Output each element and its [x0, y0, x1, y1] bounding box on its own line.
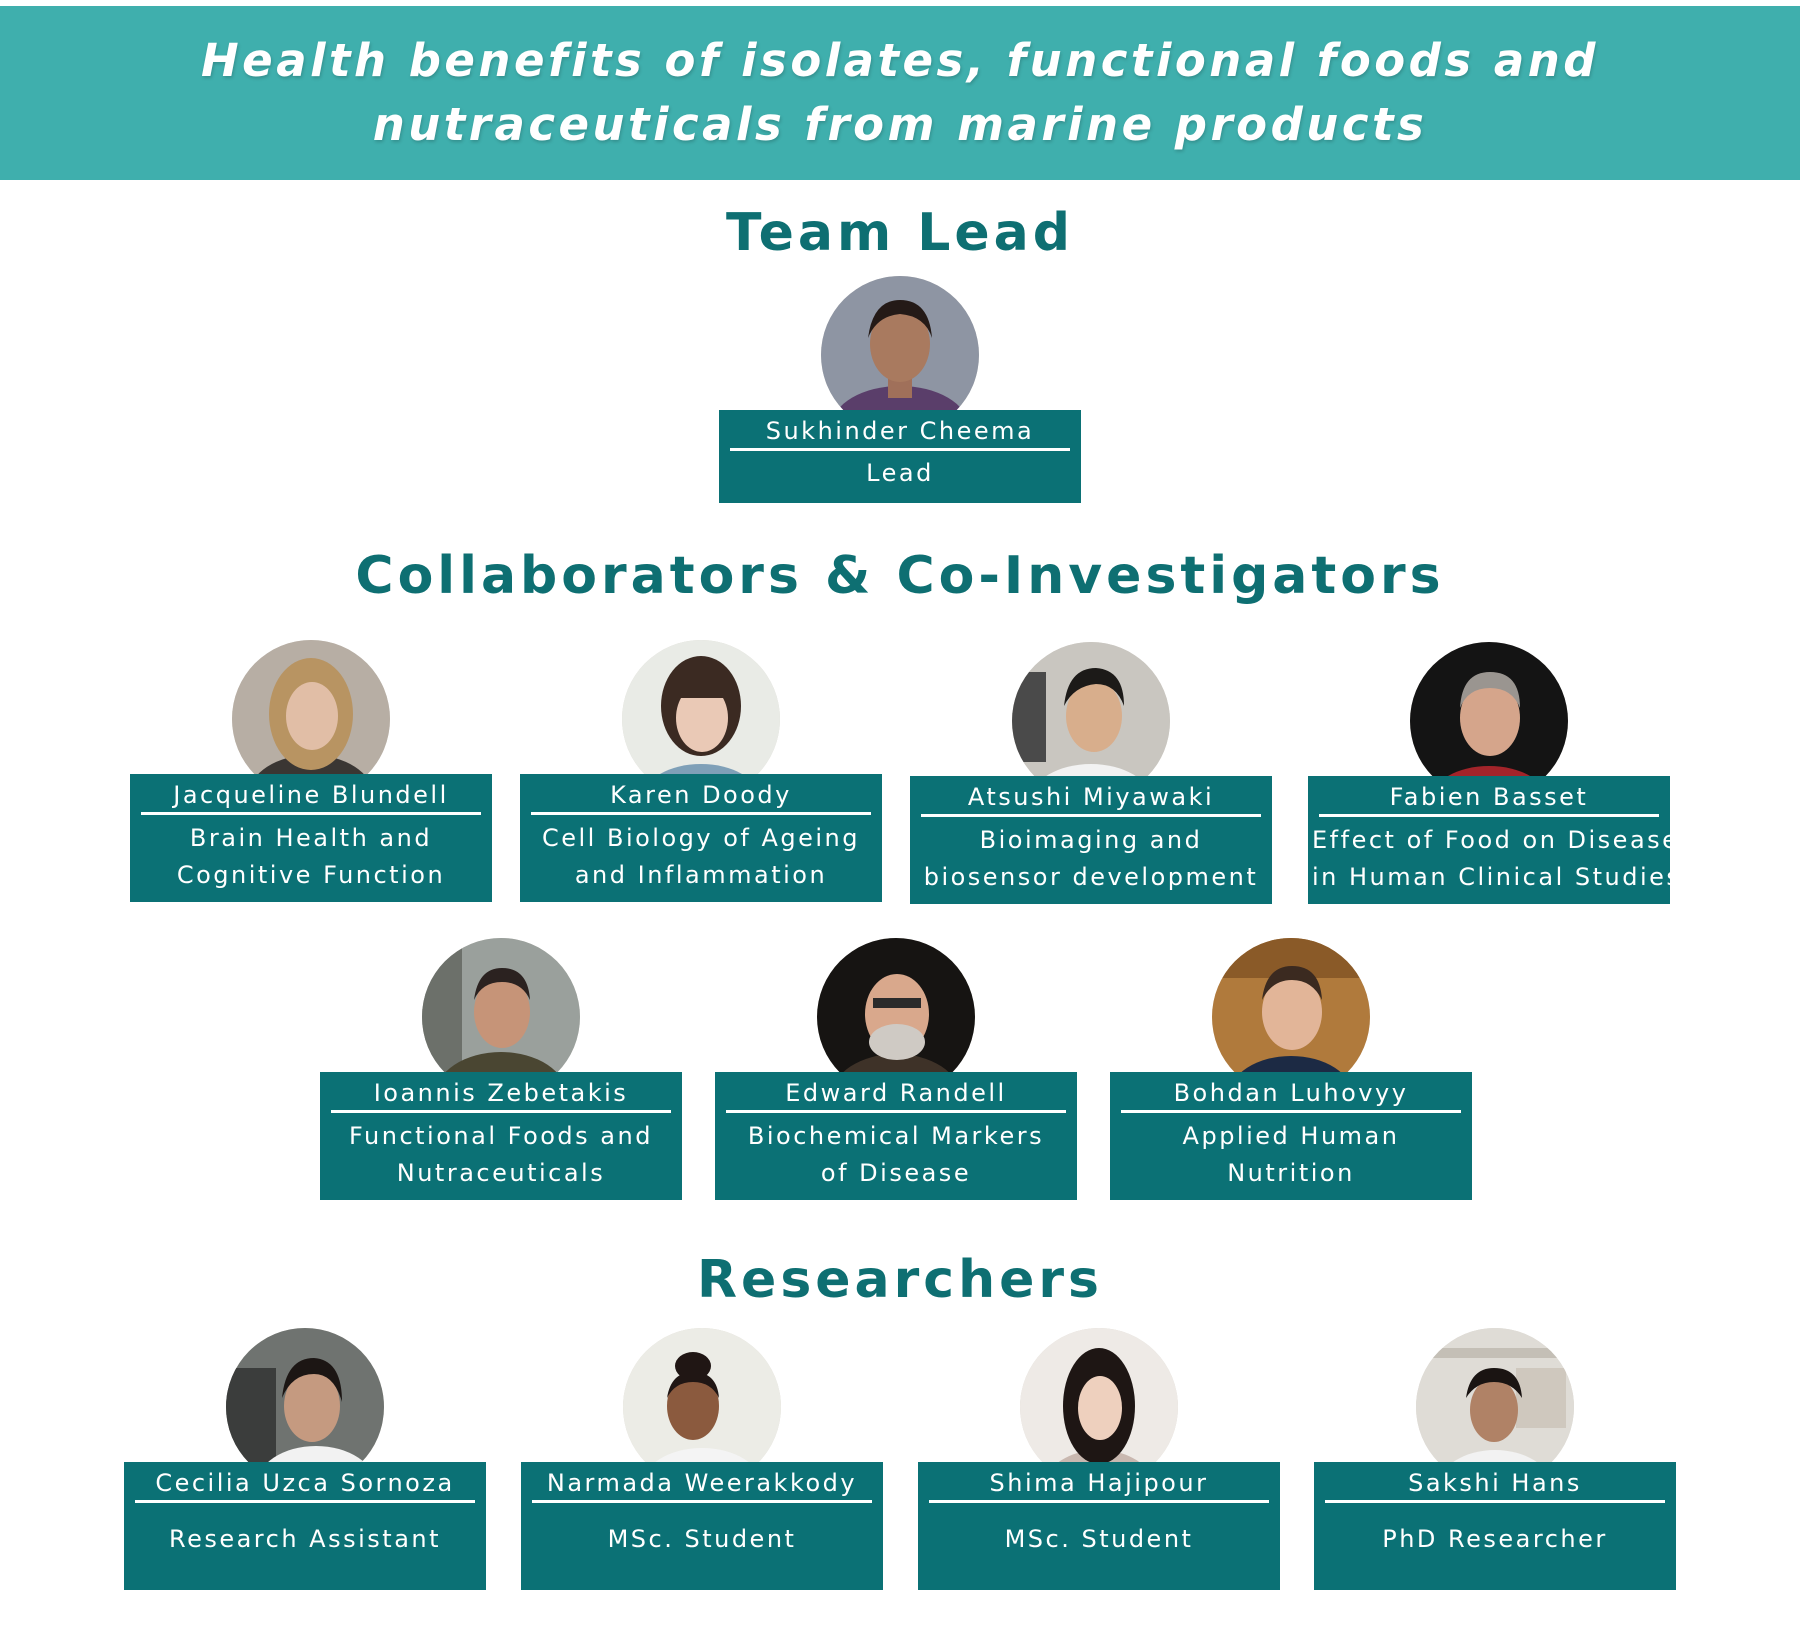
- member-card: Ioannis Zebetakis Functional Foods and N…: [320, 1072, 682, 1200]
- member-role-line-1: Biochemical Markers: [747, 1122, 1045, 1150]
- member-photo: [622, 640, 780, 798]
- member-name: Fabien Basset: [1389, 783, 1589, 811]
- member-role: PhD Researcher: [1382, 1525, 1608, 1553]
- divider: [135, 1500, 475, 1503]
- member-role-line-1: Brain Health and: [189, 824, 433, 852]
- member-name: Shima Hajipour: [989, 1469, 1209, 1497]
- member-card: Narmada Weerakkody MSc. Student: [521, 1462, 883, 1590]
- member-photo: [422, 938, 580, 1096]
- banner-title-line-1: Health benefits of isolates, functional …: [201, 34, 1599, 87]
- member-role-line-1: Effect of Food on Disease: [1312, 826, 1680, 854]
- member-card: Jacqueline Blundell Brain Health and Cog…: [130, 774, 492, 902]
- member-card: Bohdan Luhovyy Applied Human Nutrition: [1110, 1072, 1472, 1200]
- divider: [921, 814, 1261, 817]
- divider: [331, 1110, 671, 1113]
- member-photo: [817, 938, 975, 1096]
- member-card: Edward Randell Biochemical Markers of Di…: [715, 1072, 1077, 1200]
- member-role-line-2: of Disease: [820, 1159, 972, 1187]
- section-title-team-lead: Team Lead: [726, 203, 1074, 263]
- banner-title-line-2: nutraceuticals from marine products: [372, 98, 1428, 151]
- member-name: Narmada Weerakkody: [546, 1469, 858, 1497]
- member-photo: [821, 276, 979, 434]
- member-name: Ioannis Zebetakis: [373, 1079, 629, 1107]
- member-role-line-2: Nutraceuticals: [396, 1159, 606, 1187]
- member-role: MSc. Student: [1004, 1525, 1194, 1553]
- member-name: Sakshi Hans: [1408, 1469, 1582, 1497]
- member-name: Jacqueline Blundell: [173, 781, 449, 809]
- divider: [531, 812, 871, 815]
- member-name: Atsushi Miyawaki: [967, 783, 1215, 811]
- divider: [929, 1500, 1269, 1503]
- member-role-line-2: Nutrition: [1227, 1159, 1355, 1187]
- member-role-line-1: Bioimaging and: [979, 826, 1203, 854]
- member-card: Cecilia Uzca Sornoza Research Assistant: [124, 1462, 486, 1590]
- divider: [730, 448, 1070, 451]
- member-card: Karen Doody Cell Biology of Ageing and I…: [520, 774, 882, 902]
- member-role-line-1: Applied Human: [1182, 1122, 1400, 1150]
- member-name: Karen Doody: [610, 781, 792, 809]
- divider: [1325, 1500, 1665, 1503]
- member-name: Sukhinder Cheema: [765, 417, 1035, 445]
- member-card: Fabien Basset Effect of Food on Disease …: [1308, 776, 1682, 904]
- member-role-line-2: biosensor development: [923, 863, 1259, 891]
- divider: [1121, 1110, 1461, 1113]
- member-role: Lead: [866, 459, 934, 487]
- member-role-line-2: and Inflammation: [574, 861, 828, 889]
- member-role-line-1: Functional Foods and: [349, 1122, 653, 1150]
- member-photo: [232, 640, 390, 798]
- member-card: Sakshi Hans PhD Researcher: [1314, 1462, 1676, 1590]
- member-name: Edward Randell: [785, 1079, 1007, 1107]
- member-role: MSc. Student: [607, 1525, 797, 1553]
- section-title-collaborators: Collaborators & Co-Investigators: [355, 546, 1445, 606]
- title-banner: Health benefits of isolates, functional …: [0, 6, 1800, 180]
- member-card: Shima Hajipour MSc. Student: [918, 1462, 1280, 1590]
- member-name: Bohdan Luhovyy: [1173, 1079, 1409, 1107]
- member-role-line-2: in Human Clinical Studies: [1312, 863, 1682, 891]
- member-card: Atsushi Miyawaki Bioimaging and biosenso…: [910, 776, 1272, 904]
- divider: [532, 1500, 872, 1503]
- member-role-line-1: Cell Biology of Ageing: [541, 824, 860, 852]
- divider: [1319, 814, 1659, 817]
- section-title-researchers: Researchers: [697, 1250, 1103, 1310]
- member-role: Research Assistant: [168, 1525, 442, 1553]
- member-name: Cecilia Uzca Sornoza: [155, 1469, 455, 1497]
- member-role-line-2: Cognitive Function: [176, 861, 446, 889]
- divider: [141, 812, 481, 815]
- member-photo: [623, 1328, 781, 1486]
- divider: [726, 1110, 1066, 1113]
- member-card: Sukhinder Cheema Lead: [719, 410, 1081, 503]
